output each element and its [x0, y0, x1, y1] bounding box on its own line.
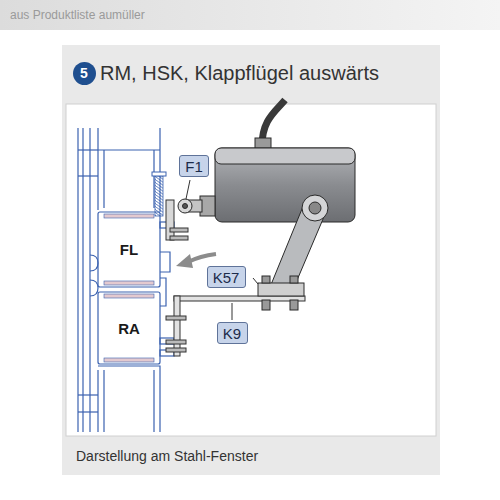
node-text: K57 — [213, 270, 240, 285]
callout-box: F1 — [179, 155, 209, 177]
panel — [62, 45, 440, 475]
drawing-area — [66, 104, 436, 436]
screw — [152, 172, 166, 216]
callout-box: K9 — [217, 322, 248, 344]
profile-label: FL — [120, 241, 138, 258]
sash-bracket — [166, 200, 188, 240]
caption: Darstellung am Stahl-Fenster — [76, 448, 258, 464]
watermark: aus Produktliste aumüller — [10, 8, 145, 22]
actuator — [178, 100, 355, 310]
node-text: F1 — [185, 159, 203, 174]
profile-label: RA — [118, 320, 140, 337]
step-number: 5 — [73, 62, 96, 85]
header-bar — [0, 0, 500, 30]
k9-bracket — [166, 296, 305, 356]
title: RM, HSK, Klappflügel auswärts — [100, 62, 379, 85]
node-text: K9 — [223, 326, 241, 341]
node-text: 5 — [80, 66, 88, 80]
window-profile — [78, 128, 174, 432]
callout-box: K57 — [207, 266, 246, 288]
leader-line — [186, 180, 258, 320]
seals — [104, 214, 154, 362]
